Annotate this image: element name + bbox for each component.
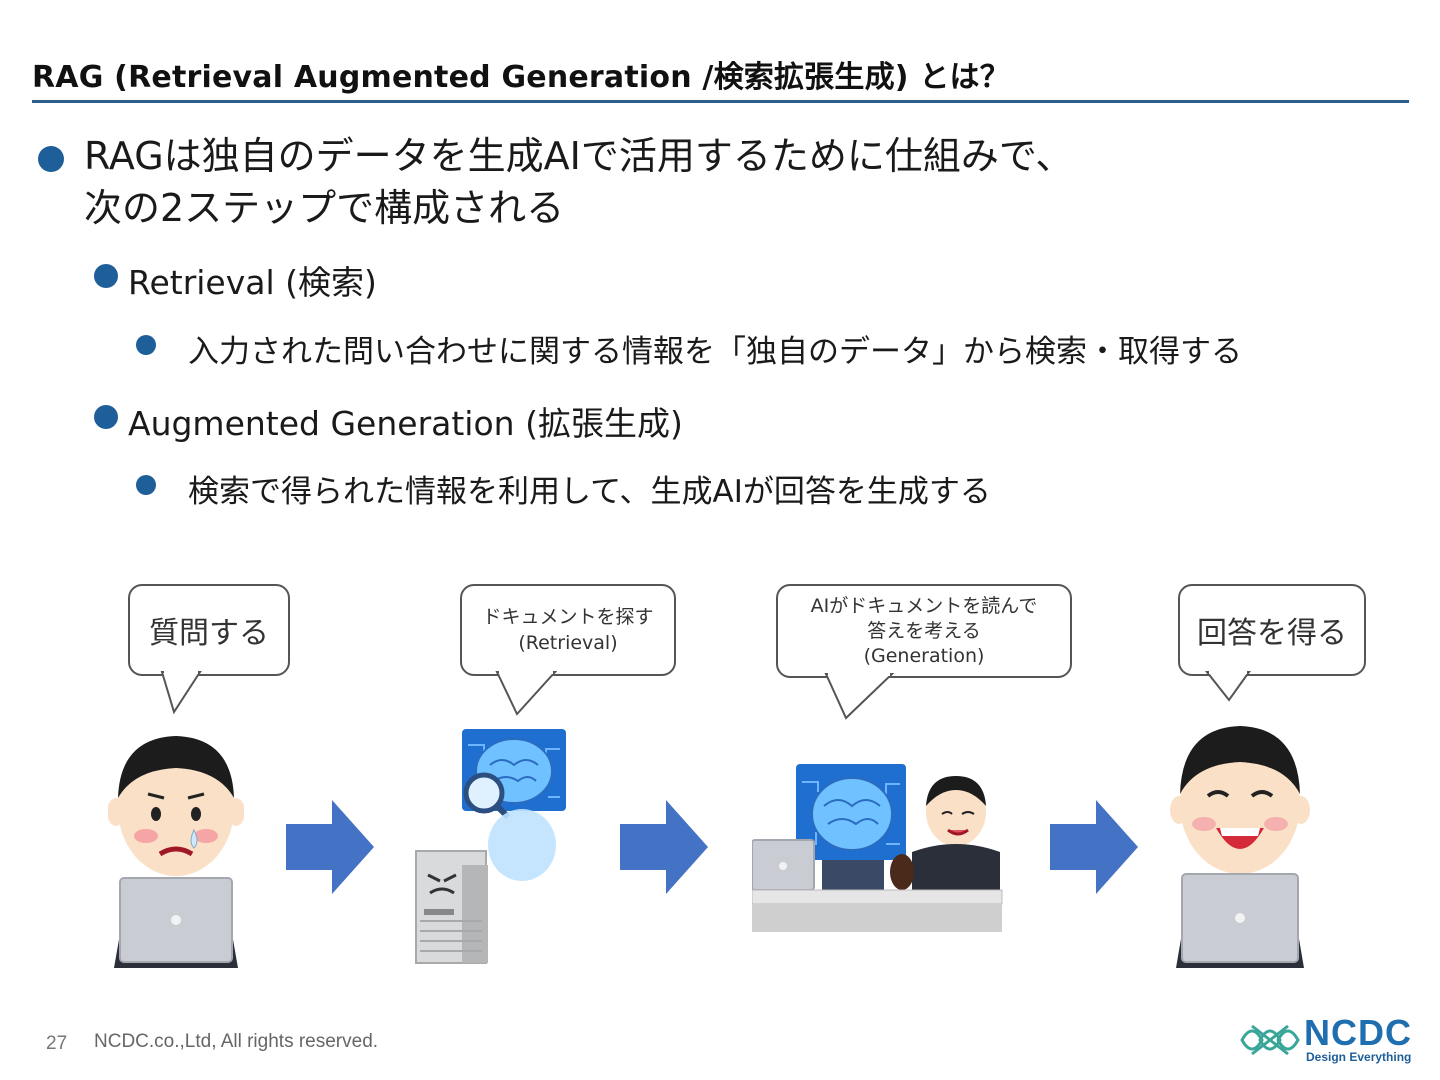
bubble-retrieval: ドキュメントを探す (Retrieval) — [460, 584, 676, 676]
bubble-generation: AIがドキュメントを読んで 答えを考える (Generation) — [776, 584, 1072, 678]
arrow-right-icon — [1050, 800, 1138, 894]
main-bullet-dot — [38, 146, 64, 172]
step1-detail-dot — [136, 335, 156, 355]
title-divider — [32, 100, 1409, 103]
arrow-right-icon — [286, 800, 374, 894]
bubble-generation-tail — [824, 672, 895, 720]
step2-heading: Augmented Generation (拡張生成) — [128, 404, 683, 443]
step2-detail-dot — [136, 475, 156, 495]
step1-bullet-dot — [94, 264, 118, 288]
bubble-generation-line1: AIがドキュメントを読んで — [810, 594, 1038, 617]
bubble-retrieval-tail — [495, 670, 558, 716]
bubble-retrieval-line1: ドキュメントを探す — [482, 606, 654, 628]
ncdc-logo-tagline: Design Everything — [1306, 1050, 1412, 1064]
worried-person-icon — [108, 736, 244, 968]
step1-heading: Retrieval (検索) — [128, 263, 377, 302]
bubble-answer-tail — [1205, 670, 1251, 702]
happy-person-icon — [1170, 726, 1310, 968]
slide-title: RAG (Retrieval Augmented Generation /検索拡… — [32, 60, 1010, 95]
ai-generation-desk-icon — [752, 764, 1003, 932]
copyright-text: NCDC.co.,Ltd, All rights reserved. — [94, 1031, 379, 1052]
bubble-ask: 質問する — [128, 584, 290, 676]
bubble-answer: 回答を得る — [1178, 584, 1366, 676]
step2-detail: 検索で得られた情報を利用して、生成AIが回答を生成する — [188, 474, 991, 510]
main-bullet-line2: 次の2ステップで構成される — [84, 186, 565, 230]
page-number: 27 — [46, 1033, 68, 1054]
ai-search-server-icon — [415, 729, 566, 964]
ncdc-logo-mark-icon — [1240, 1024, 1300, 1056]
bubble-answer-text: 回答を得る — [1197, 616, 1347, 651]
bubble-generation-line2: 答えを考える — [867, 619, 981, 642]
bubble-ask-tail — [160, 670, 202, 715]
arrow-right-icon — [620, 800, 708, 894]
bubble-generation-line3: (Generation) — [863, 644, 985, 667]
ncdc-logo-text: NCDC — [1304, 1012, 1412, 1053]
step2-bullet-dot — [94, 405, 118, 429]
bubble-retrieval-line2: (Retrieval) — [518, 632, 618, 654]
step1-detail: 入力された問い合わせに関する情報を「独自のデータ」から検索・取得する — [188, 334, 1242, 370]
bubble-ask-text: 質問する — [149, 616, 269, 651]
main-bullet-line1: RAGは独自のデータを生成AIで活用するために仕組みで、 — [84, 134, 1074, 178]
